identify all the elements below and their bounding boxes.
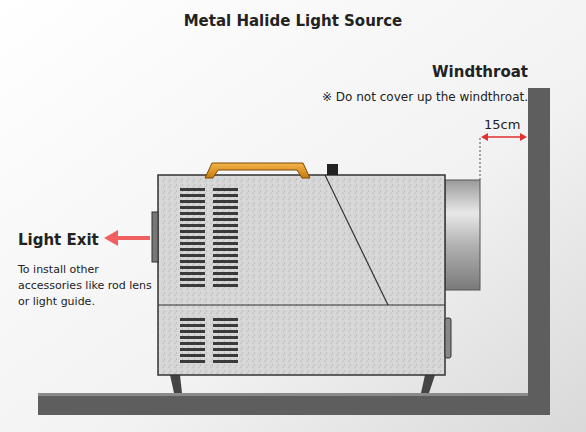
vent-slot bbox=[180, 354, 205, 357]
vent-slot bbox=[180, 212, 205, 215]
vent-slot bbox=[213, 218, 238, 221]
title: Metal Halide Light Source bbox=[0, 12, 586, 30]
description: To install other accessories like rod le… bbox=[18, 262, 164, 310]
vent-slot bbox=[213, 230, 238, 233]
dimension: 15cm bbox=[484, 117, 520, 132]
dimension-line bbox=[484, 136, 524, 138]
vent-slot bbox=[213, 224, 238, 227]
vent-slot bbox=[180, 206, 205, 209]
part-name: Windthroat bbox=[380, 63, 528, 81]
vent-slot bbox=[180, 224, 205, 227]
vent-slot bbox=[180, 230, 205, 233]
vent-slot bbox=[180, 324, 205, 327]
vent-slot bbox=[213, 318, 238, 321]
vent-slot bbox=[180, 360, 205, 363]
vents bbox=[180, 188, 238, 363]
note: ※ Do not cover up the windthroat. bbox=[250, 90, 528, 104]
vent-slot bbox=[213, 188, 238, 191]
vent-slot bbox=[213, 242, 238, 245]
vent-slot bbox=[180, 272, 205, 275]
vent-slot bbox=[180, 260, 205, 263]
handle bbox=[205, 163, 310, 178]
wall bbox=[528, 88, 550, 415]
vent-slot bbox=[213, 324, 238, 327]
vent-slot bbox=[213, 342, 238, 345]
vent-slot bbox=[213, 254, 238, 257]
foot bbox=[421, 375, 435, 393]
vent-slot bbox=[180, 200, 205, 203]
vent-slot bbox=[180, 188, 205, 191]
knob bbox=[327, 164, 338, 175]
vent-slot bbox=[213, 284, 238, 287]
vent-slot bbox=[180, 266, 205, 269]
windthroat-duct bbox=[445, 180, 480, 290]
vent-slot bbox=[180, 284, 205, 287]
vent-slot bbox=[213, 266, 238, 269]
part-name: Light Exit bbox=[18, 231, 99, 249]
light-exit-port bbox=[152, 212, 158, 262]
housing bbox=[158, 175, 445, 375]
vent-slot bbox=[213, 278, 238, 281]
vent-slot bbox=[213, 348, 238, 351]
arrowhead bbox=[104, 230, 118, 246]
panel-line bbox=[325, 175, 388, 305]
vent-slot bbox=[213, 206, 238, 209]
vent-slot bbox=[213, 360, 238, 363]
vent-slot bbox=[213, 354, 238, 357]
floor bbox=[38, 395, 550, 415]
vent-slot bbox=[213, 330, 238, 333]
floor-edge bbox=[38, 393, 528, 396]
exit-arrow bbox=[116, 236, 150, 240]
vent-slot bbox=[180, 254, 205, 257]
vent-slot bbox=[213, 336, 238, 339]
vent-slot bbox=[180, 248, 205, 251]
vent-slot bbox=[180, 194, 205, 197]
arrowhead bbox=[481, 133, 488, 141]
housing-seam bbox=[158, 304, 445, 305]
vent-slot bbox=[180, 318, 205, 321]
vent-slot bbox=[180, 342, 205, 345]
vent-slot bbox=[180, 218, 205, 221]
vent-slot bbox=[180, 242, 205, 245]
vent-slot bbox=[213, 272, 238, 275]
vent-slot bbox=[180, 348, 205, 351]
foot bbox=[170, 375, 182, 393]
vent-slot bbox=[180, 236, 205, 239]
vent-slot bbox=[213, 260, 238, 263]
vent-slot bbox=[213, 200, 238, 203]
vent-slot bbox=[213, 248, 238, 251]
vent-slot bbox=[213, 212, 238, 215]
vent-slot bbox=[180, 278, 205, 281]
arrowhead bbox=[520, 133, 527, 141]
vent-slot bbox=[213, 194, 238, 197]
dimension-extension bbox=[480, 138, 481, 180]
vent-slot bbox=[213, 236, 238, 239]
connector bbox=[445, 318, 451, 358]
vent-slot bbox=[180, 330, 205, 333]
vent-slot bbox=[180, 336, 205, 339]
